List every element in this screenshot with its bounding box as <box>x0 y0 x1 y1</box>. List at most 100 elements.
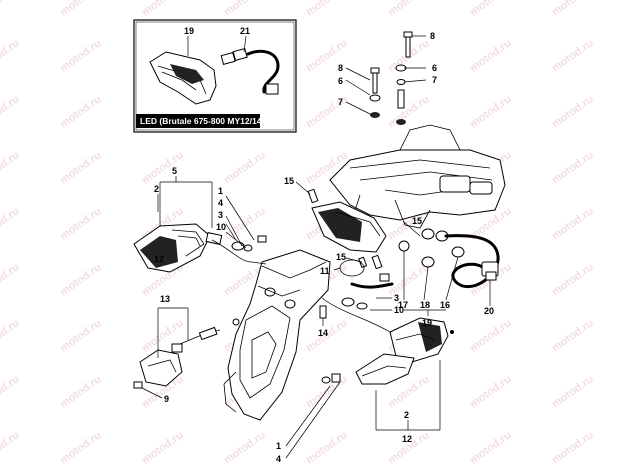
watermark-text: motod.ru <box>304 429 350 466</box>
watermark-text: motod.ru <box>0 0 22 18</box>
watermark-text: motod.ru <box>140 429 186 466</box>
callout-19: 19 <box>422 318 432 328</box>
watermark-text: motod.ru <box>550 317 596 354</box>
watermark-text: motod.ru <box>468 429 514 466</box>
watermark-text: motod.ru <box>58 93 104 130</box>
watermark-text: motod.ru <box>0 37 22 74</box>
clip-17-icon <box>398 240 410 252</box>
bolt-1-lower-icon <box>321 373 341 384</box>
watermark-text: motod.ru <box>0 149 22 186</box>
callout-20: 20 <box>484 306 494 316</box>
callout-5: 5 <box>172 166 177 176</box>
watermark-text: motod.ru <box>468 37 514 74</box>
callout-12-bottom: 12 <box>402 434 412 444</box>
watermark-text: motod.ru <box>386 93 432 130</box>
license-plate-holder-icon <box>223 249 331 421</box>
turn-signal-left-icon <box>133 223 223 273</box>
callout-10-left: 10 <box>216 222 226 232</box>
callout-6-left: 6 <box>338 76 343 86</box>
leader-lines <box>141 35 491 459</box>
bolt-8-top-icon <box>403 31 413 58</box>
watermark-text: motod.ru <box>222 429 268 466</box>
watermark-text: motod.ru <box>0 429 22 466</box>
bolt-1-left-icon <box>257 235 267 243</box>
washer-10-left-icon <box>231 241 253 252</box>
tail-light-cable-icon <box>421 228 500 289</box>
watermark-text: motod.ru <box>550 37 596 74</box>
screw-9-icon <box>133 381 143 389</box>
tail-light-right-icon <box>311 201 387 253</box>
callout-14: 14 <box>318 328 328 338</box>
watermark-text: motod.ru <box>58 149 104 186</box>
callout-labels: 8 6 7 8 6 7 5 2 1 4 3 10 12 15 15 15 11 … <box>154 31 494 464</box>
watermark-text: motod.ru <box>140 149 186 186</box>
callout-13: 13 <box>160 294 170 304</box>
watermark-text: motod.ru <box>468 0 514 18</box>
watermark-text: motod.ru <box>58 0 104 18</box>
watermark-text: motod.ru <box>550 429 596 466</box>
watermark-text: motod.ru <box>58 317 104 354</box>
watermark-text: motod.ru <box>386 0 432 18</box>
license-plate-light-icon <box>139 318 240 387</box>
callout-8-left: 8 <box>338 63 343 73</box>
watermark-text: motod.ru <box>550 261 596 298</box>
watermark-text: motod.ru <box>58 205 104 242</box>
grommet-7-icon <box>396 89 406 125</box>
watermark-text: motod.ru <box>550 0 596 18</box>
watermark-text: motod.ru <box>468 93 514 130</box>
callout-6: 6 <box>432 63 437 73</box>
washer-10-right-icon <box>341 297 368 310</box>
screw-15-upper-icon <box>307 188 319 204</box>
watermark-text: motod.ru <box>0 261 22 298</box>
watermark-text: motod.ru <box>0 93 22 130</box>
led-taillight-icon <box>149 51 217 105</box>
led-connector-icon <box>220 47 280 95</box>
screw-15-lower-icon <box>358 254 383 270</box>
callout-1-left: 1 <box>218 186 223 196</box>
callout-17: 17 <box>398 300 408 310</box>
washer-6-icon <box>395 64 407 85</box>
watermark-text: motod.ru <box>140 0 186 18</box>
callout-7-left: 7 <box>338 97 343 107</box>
callout-4-bottom: 4 <box>276 454 281 464</box>
inset-caption: LED (Brutale 675-800 MY12/14) <box>140 116 264 126</box>
watermark-text: motod.ru <box>58 261 104 298</box>
callout-11: 11 <box>320 266 330 276</box>
watermark-text: motod.ru <box>468 373 514 410</box>
watermark-text: motod.ru <box>222 0 268 18</box>
watermark-text: motod.ru <box>0 317 22 354</box>
callout-1-bottom: 1 <box>276 441 281 451</box>
watermark-text: motod.ru <box>550 93 596 130</box>
watermark-text: motod.ru <box>0 373 22 410</box>
bolt-8-left-icon <box>369 67 381 118</box>
turn-signal-lens-right-icon <box>355 353 415 385</box>
turn-signal-right-icon <box>389 317 454 363</box>
watermark-text: motod.ru <box>58 429 104 466</box>
callout-4-left: 4 <box>218 198 223 208</box>
callout-18: 18 <box>420 300 430 310</box>
watermark-text: motod.ru <box>0 205 22 242</box>
watermark-text: motod.ru <box>58 37 104 74</box>
watermark-text: motod.ru <box>468 317 514 354</box>
clip-18-icon <box>421 256 435 268</box>
watermark-text: motod.ru <box>550 373 596 410</box>
callout-3-right: 3 <box>394 293 399 303</box>
inset-panel: 19 21 LED (Brutale 675-800 MY12/14) <box>133 19 297 133</box>
watermark-text: motod.ru <box>58 373 104 410</box>
callout-8-top: 8 <box>430 31 435 41</box>
callout-7-right: 7 <box>432 75 437 85</box>
callout-12-left: 12 <box>154 254 164 264</box>
callout-15-right: 15 <box>412 216 422 226</box>
watermark-text: motod.ru <box>222 149 268 186</box>
callout-2-bottom: 2 <box>404 410 409 420</box>
watermark-text: motod.ru <box>550 149 596 186</box>
subframe-bracket-icon <box>329 124 506 229</box>
watermark-text: motod.ru <box>304 0 350 18</box>
callout-15-lower: 15 <box>336 252 346 262</box>
callout-15-upper: 15 <box>284 176 294 186</box>
inset-callout-21: 21 <box>240 26 250 36</box>
callout-10-right: 10 <box>394 305 404 315</box>
callout-2-left: 2 <box>154 184 159 194</box>
